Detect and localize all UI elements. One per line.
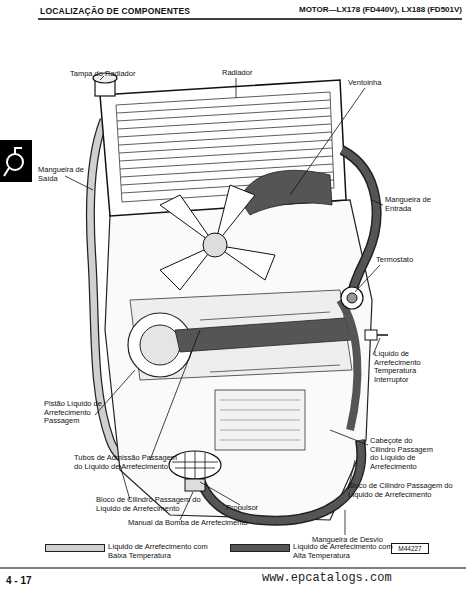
figure-number: M44227 xyxy=(391,543,429,554)
part-label: Manual da Bomba de Arrefecimento xyxy=(128,519,268,528)
legend-text: Líquido de Arrefecimento com Alta Temper… xyxy=(293,543,393,560)
legend-text: Líquido de Arrefecimento com Baixa Tempe… xyxy=(108,543,208,560)
watermark: www.epcatalogs.com xyxy=(262,571,442,585)
part-label: Cabeçote do Cilindro Passagem do Líquido… xyxy=(370,437,434,471)
page-number: 4 - 17 xyxy=(6,575,56,587)
part-label: Ventoinha xyxy=(348,79,408,88)
part-label: Termostato xyxy=(376,256,436,265)
page-title: LOCALIZAÇÃO DE COMPONENTES xyxy=(40,6,190,16)
section-header: MOTOR—LX178 (FD440V), LX188 (FD501V) xyxy=(230,6,462,15)
part-label: Tubos de Admissão Passagem do Líquido de… xyxy=(74,454,182,471)
legend-swatch xyxy=(45,544,105,552)
legend-swatch xyxy=(230,544,290,552)
part-label: Mangueira de Entrada xyxy=(385,196,440,213)
part-label: Bloco de Cilindro Passagem do Líquido de… xyxy=(348,482,463,499)
part-label: Bloco de Cilindro Passagem do Líquido de… xyxy=(96,496,208,513)
part-label: Propulsor xyxy=(226,504,286,513)
part-label: Líquido de Arrefecimento Temperatura Int… xyxy=(374,350,446,384)
part-label: Mangueira de Saída xyxy=(38,166,98,183)
part-label: Pistão Líquido de Arrefecimento Passagem xyxy=(44,400,106,426)
part-label: Radiador xyxy=(222,69,282,78)
part-label: Tampa do Radiador xyxy=(70,70,150,79)
